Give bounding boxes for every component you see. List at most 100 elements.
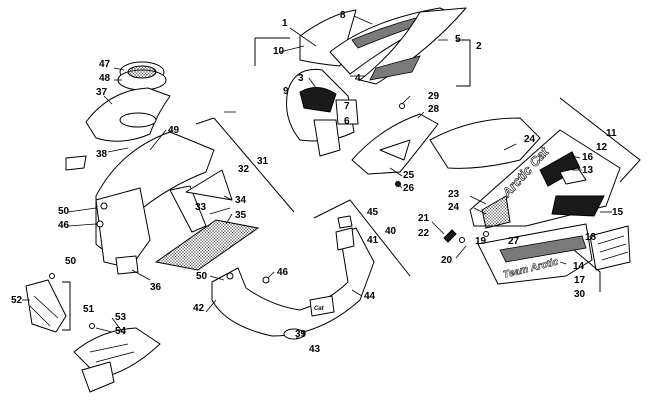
callout-36: 36 xyxy=(150,282,162,293)
callout-45: 45 xyxy=(367,207,379,218)
triangle-panel-34 xyxy=(185,169,233,201)
callout-46-left: 46 xyxy=(58,220,70,231)
callout-1: 1 xyxy=(282,18,288,29)
screw-26 xyxy=(395,181,401,187)
callout-19: 19 xyxy=(475,236,487,247)
leader-36 xyxy=(131,269,151,281)
callout-27: 27 xyxy=(508,236,520,247)
callout-9: 9 xyxy=(283,86,289,97)
callout-2: 2 xyxy=(476,41,482,52)
callout-37: 37 xyxy=(96,87,108,98)
inner-vent-opening xyxy=(379,139,411,161)
bracket-41 xyxy=(335,227,355,251)
bracket-31b xyxy=(195,117,215,125)
rivet-50-vent xyxy=(49,273,55,279)
side-panel-upper-28 xyxy=(429,117,541,169)
leader-34 xyxy=(223,195,233,201)
callout-32: 32 xyxy=(238,164,250,175)
callout-34: 34 xyxy=(235,195,247,206)
callout-53: 53 xyxy=(115,312,127,323)
leader-44 xyxy=(351,289,363,297)
nose-panel-opening xyxy=(119,112,157,128)
decal-39 xyxy=(65,155,87,171)
screw-29 xyxy=(399,103,405,109)
callout-33: 33 xyxy=(195,202,207,213)
leader-24-upper xyxy=(503,143,517,151)
callout-28: 28 xyxy=(428,104,440,115)
leader-50-pan xyxy=(209,275,225,281)
callout-16: 16 xyxy=(582,152,594,163)
leader-20 xyxy=(455,245,467,259)
bracket-11 xyxy=(559,97,641,183)
leader-24-lower xyxy=(473,207,487,215)
side-vent-52 xyxy=(25,279,67,333)
callout-39: 39 xyxy=(295,329,307,340)
rivet-50-pan xyxy=(226,272,234,280)
belly-pan-badge xyxy=(309,295,335,317)
screw-19 xyxy=(459,237,465,243)
callout-51: 51 xyxy=(83,304,95,315)
callout-6: 6 xyxy=(344,116,350,127)
callout-41: 41 xyxy=(367,235,379,246)
callout-24-upper: 24 xyxy=(524,134,536,145)
bracket-31a xyxy=(213,117,295,213)
callout-26: 26 xyxy=(403,183,415,194)
leader-8 xyxy=(353,15,373,25)
callout-5: 5 xyxy=(455,34,461,45)
callout-15: 15 xyxy=(612,207,624,218)
callout-7: 7 xyxy=(344,101,350,112)
leader-46-left xyxy=(67,223,97,227)
air-intake-screen xyxy=(127,65,157,79)
callout-30: 30 xyxy=(574,289,586,300)
side-panel-mesh-24 xyxy=(481,195,511,229)
side-panel-stripe-15 xyxy=(551,195,605,217)
heat-shield-assembly xyxy=(73,317,161,393)
side-panel-lower xyxy=(95,187,151,269)
belly-pan-decal: Cat xyxy=(314,306,325,312)
callout-21: 21 xyxy=(418,213,430,224)
leader-49 xyxy=(149,129,167,151)
bracket-40 xyxy=(313,199,411,277)
leader-35 xyxy=(225,213,233,225)
callout-50-left: 50 xyxy=(58,206,70,217)
leader-16 xyxy=(571,155,581,159)
callout-25: 25 xyxy=(403,170,415,181)
leader-29 xyxy=(401,95,411,105)
callout-18: 18 xyxy=(585,232,597,243)
callout-13: 13 xyxy=(582,165,594,176)
rivet-50 xyxy=(100,202,108,210)
leader-54 xyxy=(95,327,113,333)
side-panel-dark-accent xyxy=(539,151,581,187)
bracket-51 xyxy=(62,281,71,331)
side-panel-badge-13 xyxy=(559,167,587,185)
callout-24-lower: 24 xyxy=(448,202,460,213)
leader-50-left xyxy=(67,207,97,213)
bracket-36 xyxy=(115,255,139,275)
leader-21 xyxy=(431,221,445,235)
clip-45 xyxy=(337,215,353,229)
vent-grille-slats xyxy=(597,235,629,261)
bracket-1 xyxy=(254,37,290,66)
leader-38 xyxy=(107,147,129,153)
callout-42: 42 xyxy=(193,303,205,314)
callout-17: 17 xyxy=(574,275,586,286)
inner-vent-25 xyxy=(351,113,439,175)
leader-10 xyxy=(279,45,305,53)
leader-14 xyxy=(559,261,567,265)
callout-46-pan: 46 xyxy=(277,267,289,278)
callout-11: 11 xyxy=(606,128,617,139)
rivet-46-pan xyxy=(262,276,270,284)
heat-shield-53 xyxy=(73,327,161,379)
bracket-2 xyxy=(456,39,471,87)
hood-vent-3 xyxy=(299,87,337,113)
heat-shield-lower xyxy=(81,361,115,393)
callout-47: 47 xyxy=(99,59,111,70)
callout-12: 12 xyxy=(596,142,608,153)
callout-40: 40 xyxy=(385,226,397,237)
callout-10: 10 xyxy=(273,46,285,57)
callout-20: 20 xyxy=(441,255,453,266)
nose-assembly xyxy=(65,61,295,281)
fastener-22 xyxy=(443,229,457,243)
leader-37 xyxy=(103,95,113,105)
rivet-27 xyxy=(483,231,489,237)
